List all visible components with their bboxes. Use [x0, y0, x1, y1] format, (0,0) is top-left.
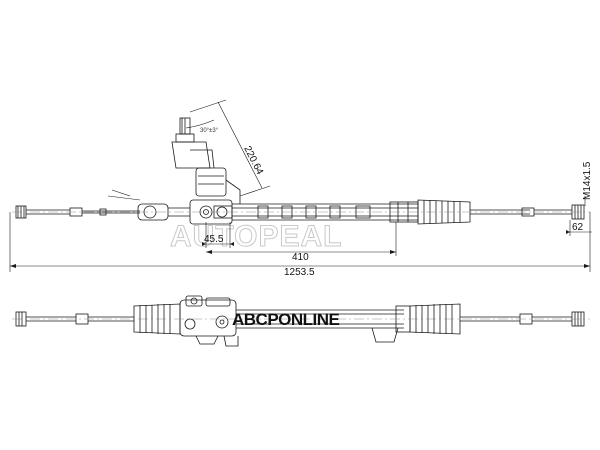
- watermark-top: AUTOPEAL: [170, 220, 342, 253]
- dimension-220-64: 220.64: [241, 144, 265, 177]
- watermark-bottom: ABCPONLINE: [232, 310, 340, 329]
- dimension-62: 62: [572, 222, 584, 233]
- input-shaft: [171, 117, 241, 204]
- dimension-thread: M14x1.5: [582, 161, 593, 200]
- top-view: AUTOPEAL: [12, 117, 590, 254]
- dimension-arrows: [10, 230, 590, 268]
- bottom-housing: [179, 295, 239, 347]
- dimension-1253-5: 1253.5: [284, 267, 315, 278]
- dimension-lines: [9, 99, 592, 272]
- dimension-angle: 30°±3°: [200, 128, 219, 134]
- dimension-410: 410: [292, 252, 309, 263]
- bottom-view: [12, 295, 590, 347]
- dimension-45-5: 45.5: [204, 234, 224, 245]
